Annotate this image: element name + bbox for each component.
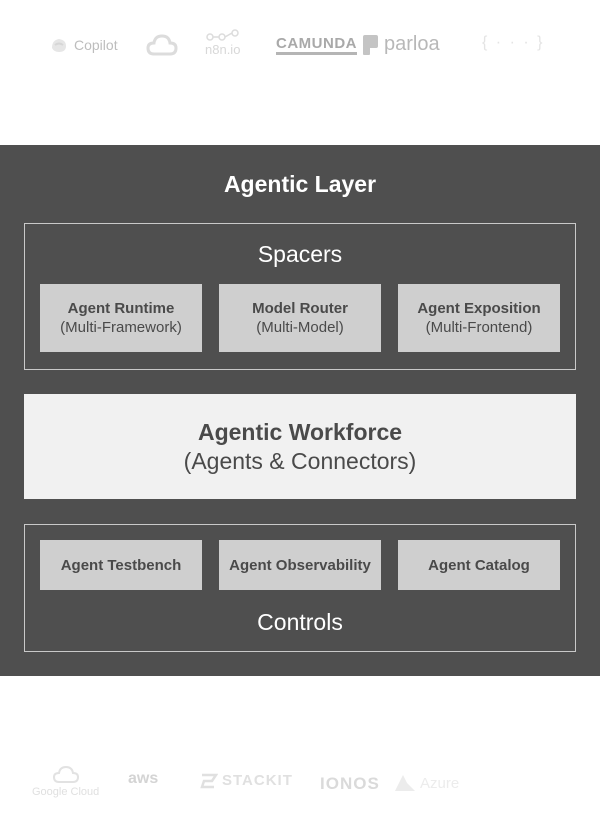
box-title: Agent Testbench [60, 556, 182, 574]
aws-label: aws [128, 770, 159, 787]
controls-label: Controls [257, 609, 343, 635]
n8n-icon [206, 29, 239, 41]
box-title: Agent Catalog [428, 556, 530, 574]
parloa-icon [363, 34, 378, 55]
agent-testbench-box: Agent Testbench [40, 540, 202, 590]
partner-logos-bottom: Google Cloud aws STACKIT IONOS Azure [0, 676, 600, 838]
box-subtitle: (Multi-Framework) [60, 319, 182, 336]
aws-logo: aws [128, 770, 158, 788]
parloa-label: parloa [384, 33, 440, 55]
box-subtitle: (Multi-Frontend) [425, 319, 533, 336]
agent-catalog-box: Agent Catalog [398, 540, 560, 590]
partner-logos-top: Copilot n8n.io CAMUNDA parloa { · · · } [0, 0, 600, 145]
azure-label: Azure [420, 774, 460, 792]
cloud-logo [146, 32, 178, 58]
agentic-workforce-box: Agentic Workforce (Agents & Connectors) [24, 394, 576, 499]
box-title: Agent Exposition [417, 300, 541, 317]
spacers-label: Spacers [257, 241, 343, 267]
spacers-frame: Spacers Agent Runtime (Multi-Framework) … [24, 223, 576, 370]
parloa-logo: parloa [362, 33, 440, 56]
azure-icon [395, 775, 415, 791]
azure-logo: Azure [394, 774, 459, 792]
box-subtitle: (Multi-Model) [256, 319, 344, 336]
google-cloud-logo: Google Cloud [32, 766, 99, 798]
layer-title: Agentic Layer [223, 171, 377, 197]
ionos-label: IONOS [320, 774, 380, 793]
camunda-label: CAMUNDA [276, 35, 357, 52]
agent-observability-box: Agent Observability [219, 540, 381, 590]
copilot-label: Copilot [74, 37, 118, 53]
copilot-icon [52, 39, 66, 52]
workforce-subtitle: (Agents & Connectors) [183, 447, 417, 474]
n8n-logo: n8n.io [205, 28, 245, 57]
controls-frame: Agent Testbench Agent Observability Agen… [24, 524, 576, 652]
stackit-label: STACKIT [222, 772, 293, 789]
google-cloud-label: Google Cloud [32, 786, 100, 798]
copilot-logo: Copilot [48, 34, 118, 56]
bracket-logo: { · · · } [482, 34, 544, 52]
agent-runtime-box: Agent Runtime (Multi-Framework) [40, 284, 202, 352]
stackit-icon [200, 773, 218, 788]
model-router-box: Model Router (Multi-Model) [219, 284, 381, 352]
ionos-logo: IONOS [320, 774, 380, 794]
bracket-label: { · · · } [482, 34, 545, 51]
google-cloud-icon [52, 766, 79, 783]
stackit-logo: STACKIT [200, 772, 293, 789]
camunda-logo: CAMUNDA [276, 36, 357, 55]
box-title: Agent Runtime [67, 300, 175, 317]
n8n-label: n8n.io [205, 42, 241, 57]
agentic-layer-band: Agentic Layer Spacers Agent Runtime (Mul… [0, 145, 600, 676]
box-title: Agent Observability [229, 556, 371, 574]
cloud-icon [146, 34, 178, 56]
box-title: Model Router [252, 300, 348, 317]
workforce-title: Agentic Workforce [197, 418, 403, 445]
agent-exposition-box: Agent Exposition (Multi-Frontend) [398, 284, 560, 352]
